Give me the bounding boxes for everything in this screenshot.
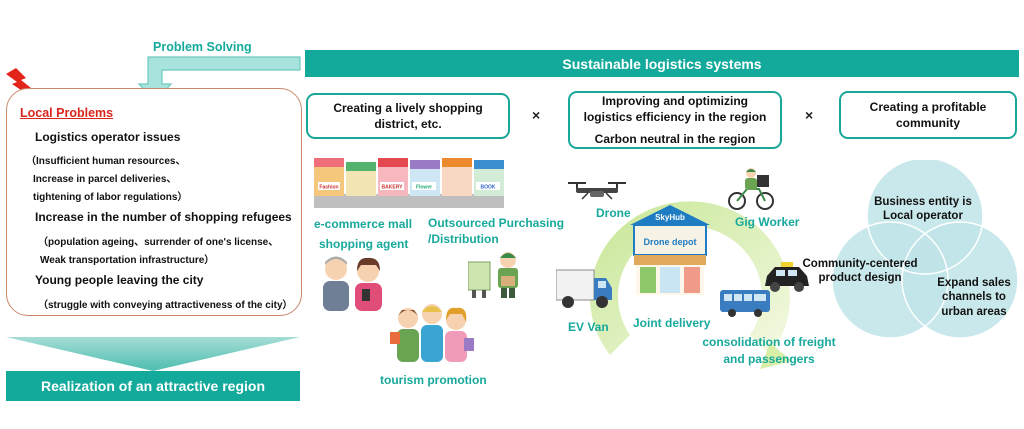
problem-line: （population ageing、surrender of one's li… (38, 237, 279, 248)
problem-line: （Insufficient human resources、 (26, 156, 186, 167)
problem-line: Increase in the number of shopping refug… (35, 210, 292, 224)
goal-box-logistics: Improving and optimizing logistics effic… (568, 91, 782, 149)
delivery-man-icon (468, 252, 518, 298)
goal-box-community: Creating a profitable community (839, 91, 1017, 139)
problem-line: tightening of labor regulations） (33, 192, 188, 203)
outsourced-label: Outsourced Purchasing /Distribution (428, 216, 565, 246)
tourism-label: tourism promotion (380, 373, 487, 387)
sustainable-logistics-banner: Sustainable logistics systems (305, 50, 1019, 77)
realization-banner: Realization of an attractive region (6, 371, 300, 401)
problem-line: Weak transportation infrastructure） (40, 255, 215, 266)
joint-delivery-label: Joint delivery (633, 316, 711, 330)
problem-line: Young people leaving the city (35, 273, 204, 287)
realization-arrow (6, 337, 300, 371)
problem-solving-label: Problem Solving (153, 40, 252, 54)
depot-icon: SkyHub Drone depot (630, 205, 710, 295)
problem-line: Logistics operator issues (35, 130, 181, 144)
goal-box-shopping-text: Creating a lively shopping district, etc… (333, 100, 483, 131)
venn-diagram (831, 160, 1019, 339)
times-symbol: × (805, 107, 814, 123)
problem-line: Increase in parcel deliveries、 (33, 174, 177, 185)
skyhub-text: SkyHub (655, 213, 685, 222)
ecommerce-label: e-commerce mall (314, 217, 413, 231)
goal-box-shopping: Creating a lively shopping district, etc… (306, 93, 510, 139)
cyclist-icon (728, 168, 774, 210)
shop-sign-book: BOOK (481, 185, 496, 191)
goal-box-community-text: Creating a profitable community (869, 99, 987, 130)
drone-depot-text: Drone depot (644, 237, 697, 247)
gig-worker-label: Gig Worker (735, 215, 800, 229)
goal-box-carbon-text: Carbon neutral in the region (594, 131, 756, 146)
shop-sign-flower: Flower (416, 185, 432, 191)
consolidation-label: consolidation of freight and passengers (702, 335, 836, 366)
truck-icon (556, 269, 612, 308)
goal-box-logistics-text: Improving and optimizing logistics effic… (583, 94, 767, 125)
drone-icon (568, 182, 626, 200)
shop-sign-bakery: BAKERY (382, 185, 404, 191)
shopping-agent-label: shopping agent (319, 237, 409, 251)
venn-center-label: Community-centered product design (802, 258, 918, 285)
ev-van-label: EV Van (568, 320, 609, 334)
venn-top-label: Business entity is Local operator (874, 196, 972, 223)
local-problems-title: Local Problems (20, 106, 114, 120)
shop-sign-fashion: Fashion (319, 185, 338, 191)
tourists-icon (390, 304, 474, 362)
shop-street-icon: Fashion BAKERY Flower BOOK (314, 158, 504, 208)
bus-icon (720, 290, 770, 317)
elderly-couple-icon (323, 256, 382, 311)
times-symbol: × (532, 107, 541, 123)
drone-label: Drone (596, 206, 631, 220)
venn-right-label: Expand sales channels to urban areas (937, 277, 1011, 318)
taxi-icon (765, 262, 809, 292)
local-problems-panel (6, 88, 302, 316)
problem-line: （struggle with conveying attractiveness … (38, 300, 293, 311)
